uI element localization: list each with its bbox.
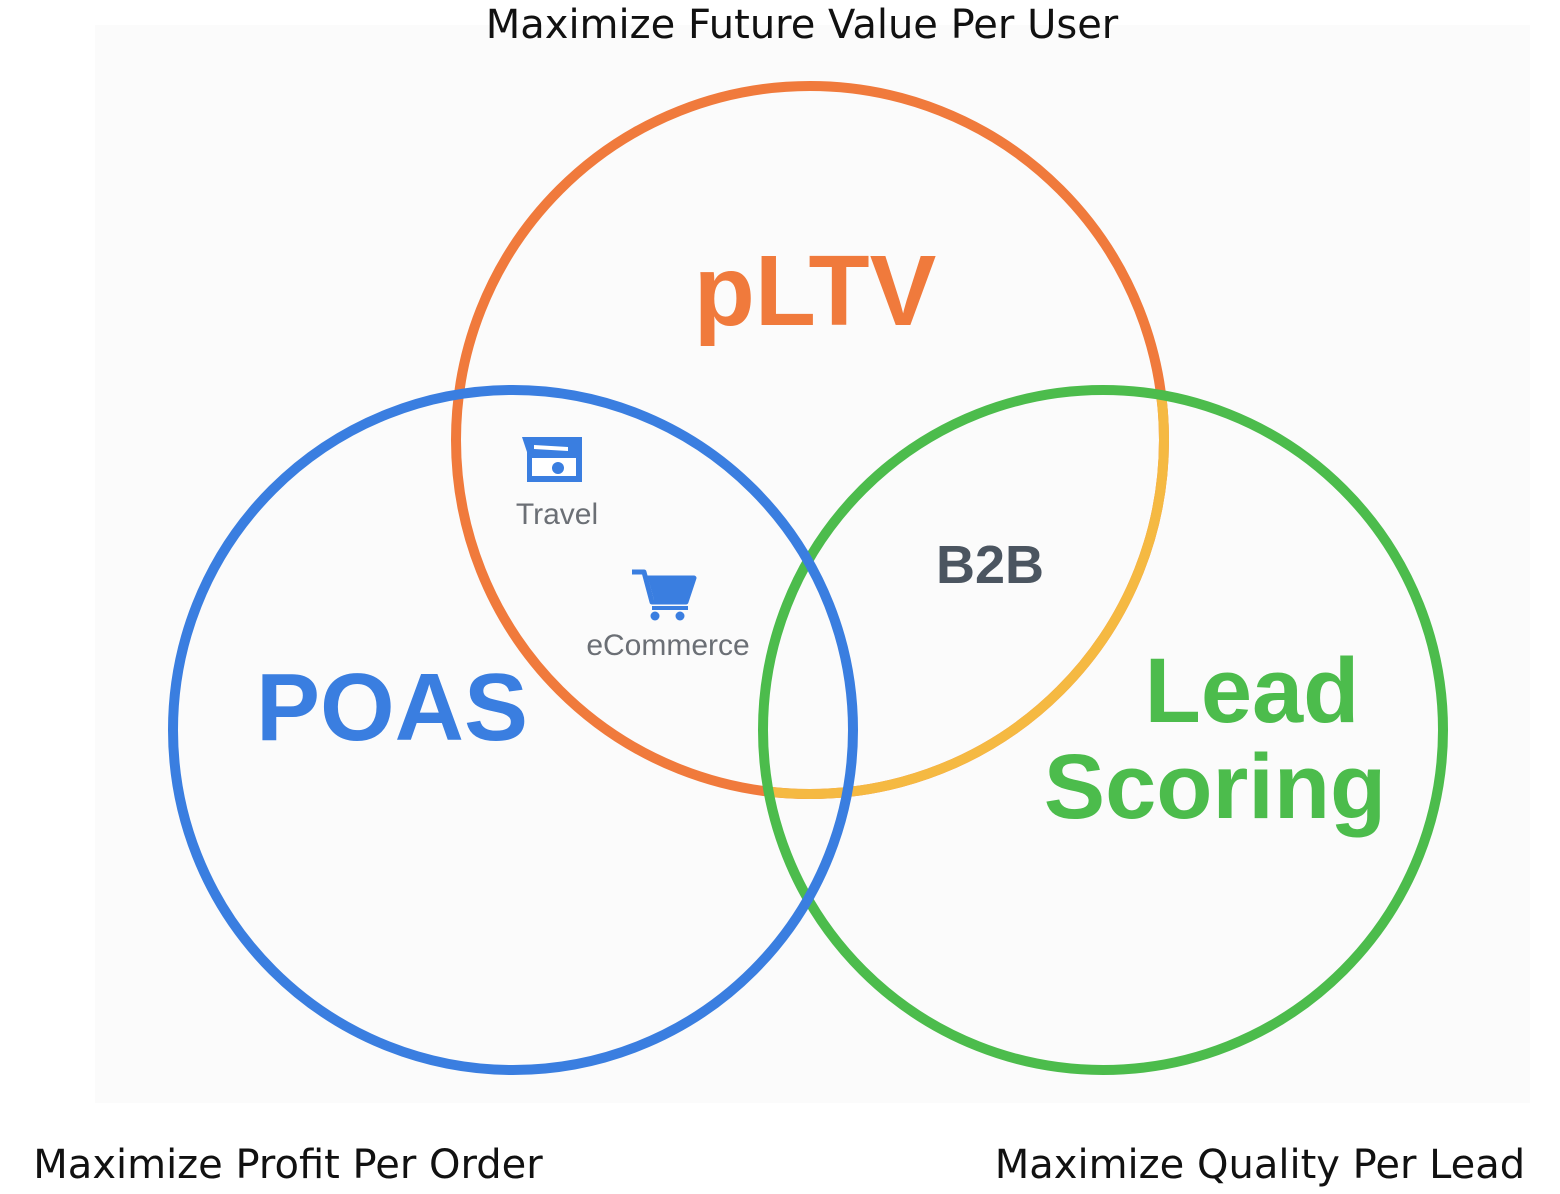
b2b-label: B2B	[936, 535, 1044, 595]
caption-bottom-left: Maximize Profit Per Order	[33, 1142, 543, 1188]
caption-bottom-right: Maximize Quality Per Lead	[995, 1142, 1525, 1188]
pltv-label: pLTV	[694, 235, 937, 347]
lead-label-line2: Scoring	[1044, 736, 1386, 838]
ecommerce-label: eCommerce	[586, 629, 749, 662]
ticket-icon	[522, 437, 582, 482]
lead-label-line1: Lead	[1145, 640, 1360, 742]
pltv-lead-overlap-arc	[763, 390, 1169, 799]
shopping-cart-icon	[632, 569, 697, 621]
caption-top: Maximize Future Value Per User	[486, 2, 1119, 48]
poas-circle	[168, 385, 858, 1075]
lead-scoring-circle	[758, 385, 1448, 1075]
travel-label: Travel	[516, 498, 598, 531]
poas-label: POAS	[256, 654, 528, 761]
